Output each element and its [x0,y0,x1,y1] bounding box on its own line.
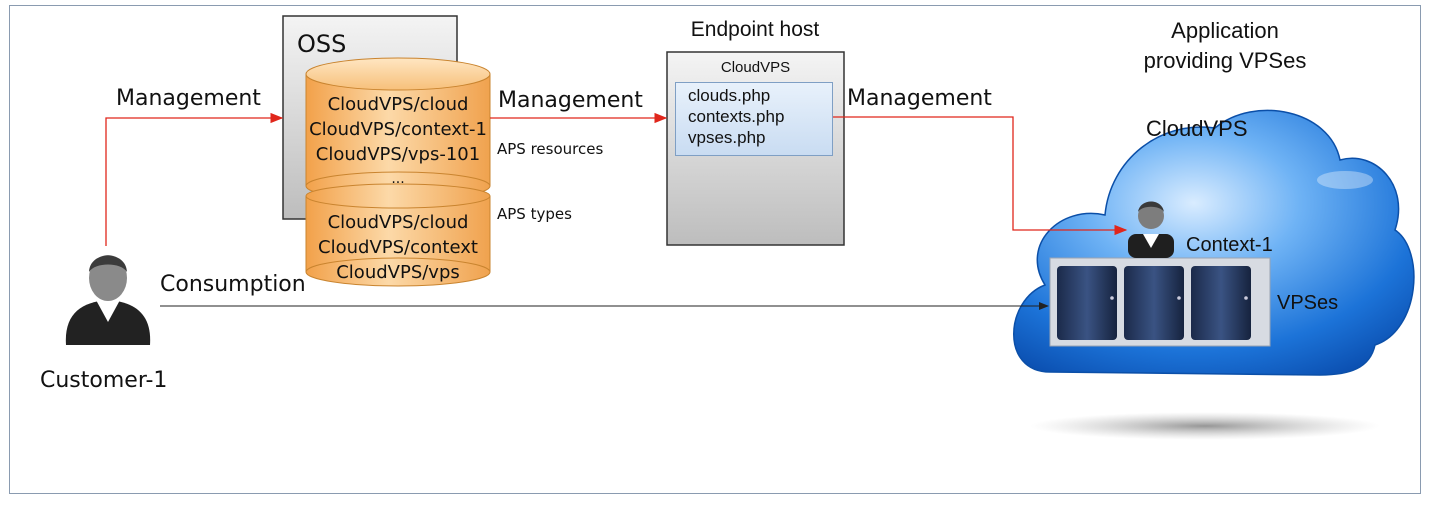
application-title-line: Application [1171,18,1279,43]
vpses-label: VPSes [1277,292,1339,314]
customer-label: Customer-1 [40,368,168,393]
aps-type-item: CloudVPS/cloud [327,212,469,233]
aps-resource-item: ... [391,171,405,187]
aps-resource-item: CloudVPS/vps-101 [315,144,481,165]
server-icon [1057,266,1117,340]
endpoint-app-label: CloudVPS [720,59,791,76]
server-icon [1124,266,1184,340]
management-arrow-3 [833,116,1128,236]
context-user-icon [1128,201,1174,258]
aps-resources-list: CloudVPS/cloud CloudVPS/context-1 CloudV… [306,92,490,192]
management-arrow-1 [105,112,284,246]
aps-types-label: APS types [497,205,572,223]
management-label-2: Management [498,88,643,113]
endpoint-host-title: Endpoint host [690,18,820,41]
customer-user-icon [65,255,151,345]
management-label-1: Management [116,86,261,111]
management-label-3: Management [847,86,992,111]
oss-title: OSS [297,30,347,58]
aps-type-item: CloudVPS/context [318,237,478,258]
application-title: Application providing VPSes [1110,16,1340,76]
aps-type-item: CloudVPS/vps [336,262,460,283]
consumption-label: Consumption [160,272,306,297]
application-title-line: providing VPSes [1143,48,1307,73]
server-icon [1191,266,1251,340]
context-label: Context-1 [1186,234,1273,256]
aps-resource-item: CloudVPS/context-1 [309,119,487,140]
file-item: contexts.php [688,107,785,126]
endpoint-file-list: clouds.php contexts.php vpses.php [675,82,833,156]
aps-types-list: CloudVPS/cloud CloudVPS/context CloudVPS… [306,210,490,285]
cloud-shadow [1030,412,1380,440]
aps-resources-cylinder [305,57,491,201]
aps-resources-label: APS resources [497,140,604,158]
file-item: vpses.php [688,128,766,147]
aps-types-cylinder [305,183,491,287]
vps-servers-panel [1049,257,1271,347]
file-item: clouds.php [688,86,771,105]
cloud-label: CloudVPS [1146,116,1248,141]
aps-resource-item: CloudVPS/cloud [327,94,469,115]
